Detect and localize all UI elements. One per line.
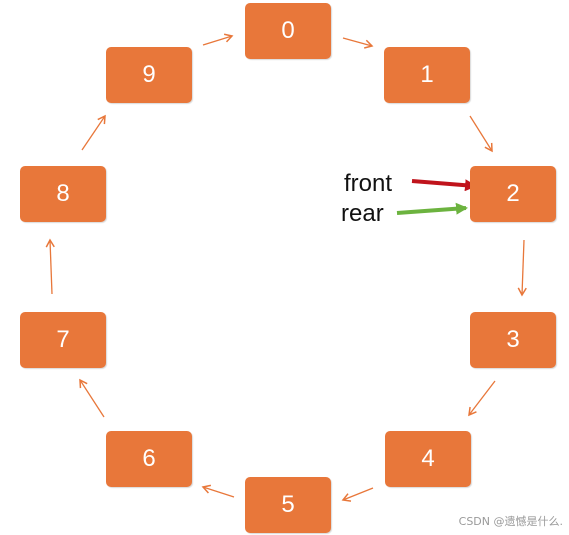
node-label: 2 [506,180,520,207]
front-pointer-arrow [411,179,477,192]
edge-1-2 [469,115,493,153]
rear-pointer-label: rear [341,200,384,227]
edge-4-5 [341,487,374,502]
node-label: 4 [421,445,435,472]
node-label: 7 [56,326,70,353]
node-label: 8 [56,180,70,207]
node-label: 3 [506,326,520,353]
watermark: CSDN @遗憾是什么. [458,515,563,528]
edge-9-0 [202,33,234,46]
queue-node-2: 2 [470,166,556,222]
node-label: 1 [420,61,434,88]
queue-node-1: 1 [384,47,470,103]
front-pointer-label: front [344,170,393,197]
queue-node-3: 3 [470,312,556,368]
queue-node-6: 6 [106,431,192,487]
rear-pointer-arrow [396,202,468,215]
edge-6-7 [79,378,105,418]
node-label: 9 [142,61,156,88]
queue-node-5: 5 [245,477,331,533]
queue-node-7: 7 [20,312,106,368]
edge-5-6 [201,484,235,498]
node-label: 6 [142,445,156,472]
node-label: 0 [281,17,295,44]
edge-2-3 [517,239,527,297]
node-label: 5 [281,491,295,518]
queue-node-0: 0 [245,3,331,59]
queue-node-9: 9 [106,47,192,103]
queue-node-4: 4 [385,431,471,487]
edge-0-1 [342,37,374,49]
edge-7-8 [45,238,55,295]
edge-8-9 [81,114,106,151]
queue-node-8: 8 [20,166,106,222]
edge-3-4 [468,380,496,417]
